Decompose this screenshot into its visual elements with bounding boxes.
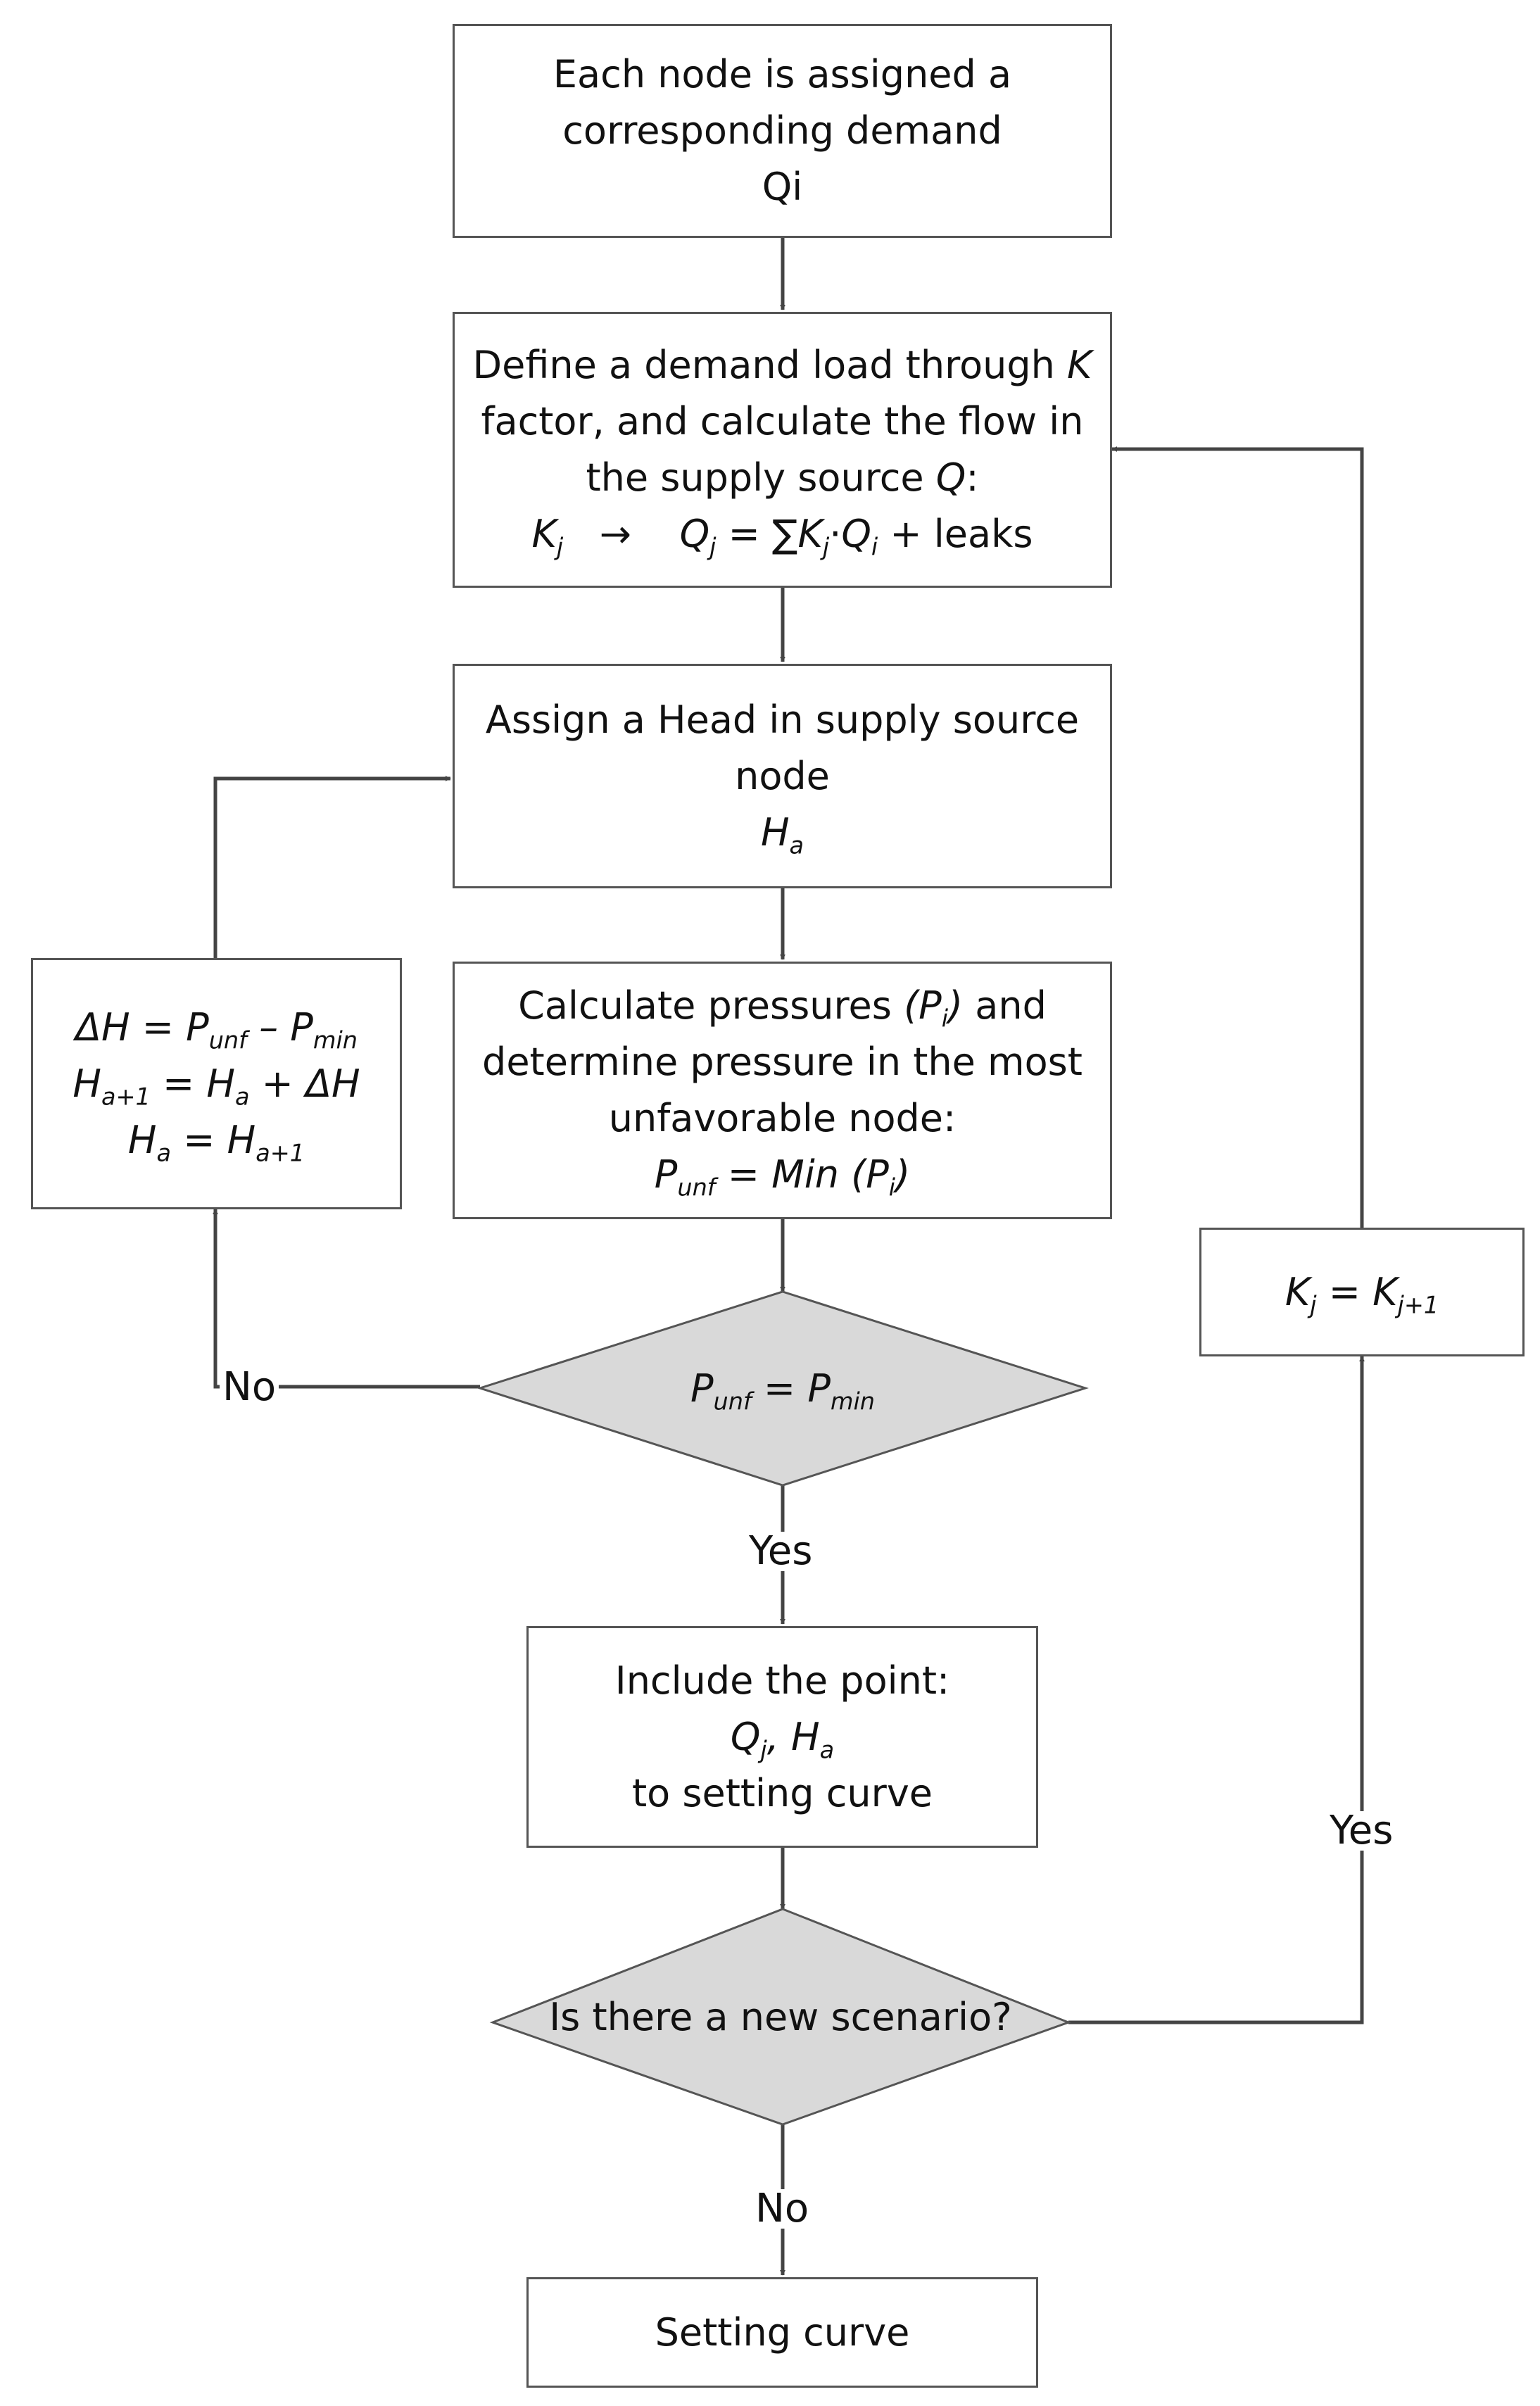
process-assign-head: Assign a Head in supply source node Ha xyxy=(453,664,1112,888)
process-update-k: Kj = Kj+1 xyxy=(1199,1228,1525,1356)
demand-load-line2: factor, and calculate the flow in xyxy=(481,399,1084,443)
decision-new-scenario-shape xyxy=(489,1908,1072,2126)
process-define-demand-load: Define a demand load through K factor, a… xyxy=(453,312,1112,588)
arrow-update-k-to-demand-load xyxy=(1111,446,1364,1228)
update-head-line1: ΔH = Punf – Pmin xyxy=(75,1004,358,1054)
edge-label-no-pressure: No xyxy=(220,1368,279,1407)
assign-demand-line3: Qi xyxy=(762,165,803,209)
include-point-var: Qj, Ha xyxy=(730,1714,835,1764)
edge-label-no-scenario: No xyxy=(751,2189,814,2229)
demand-load-formula: Kj → Qj = ∑Kj·Qi + leaks xyxy=(531,512,1033,561)
calc-pressures-formula: Punf = Min (Pi) xyxy=(654,1152,911,1202)
process-update-head: ΔH = Punf – Pmin Ha+1 = Ha + ΔH Ha = Ha+… xyxy=(31,958,402,1209)
update-head-line3: Ha = Ha+1 xyxy=(127,1117,305,1167)
decision-check-pressure-shape xyxy=(476,1290,1089,1487)
update-k-formula: Kj = Kj+1 xyxy=(1285,1269,1439,1319)
edge-label-yes-scenario: Yes xyxy=(1325,1811,1398,1851)
demand-load-line3: the supply source Q: xyxy=(586,455,979,500)
edge-label-yes-pressure: Yes xyxy=(745,1532,817,1571)
include-point-line3: to setting curve xyxy=(631,1770,933,1815)
process-assign-demand: Each node is assigned a corresponding de… xyxy=(453,24,1112,238)
assign-head-line2: node xyxy=(735,753,830,798)
calc-pressures-line3: unfavorable node: xyxy=(608,1096,957,1140)
calc-pressures-line1: Calculate pressures (Pi) and xyxy=(518,983,1047,1033)
arrow-update-head-to-assign-head xyxy=(213,776,451,958)
demand-load-line1: Define a demand load through K xyxy=(472,343,1092,387)
update-head-line2: Ha+1 = Ha + ΔH xyxy=(72,1061,360,1111)
decision-check-pressure-label: Punf = Pmin xyxy=(690,1366,876,1416)
terminal-setting-curve: Setting curve xyxy=(526,2277,1038,2388)
assign-head-line1: Assign a Head in supply source xyxy=(485,697,1080,742)
include-point-line1: Include the point: xyxy=(614,1658,950,1703)
process-calculate-pressures: Calculate pressures (Pi) and determine p… xyxy=(453,962,1112,1219)
arrow-no-to-update-head xyxy=(213,1209,480,1389)
decision-new-scenario-label: Is there a new scenario? xyxy=(549,1994,1012,2039)
assign-demand-line1: Each node is assigned a xyxy=(553,52,1012,96)
assign-head-var: Ha xyxy=(760,810,804,859)
arrow-yes-to-update-k xyxy=(1068,1356,1365,2024)
process-include-point: Include the point: Qj, Ha to setting cur… xyxy=(526,1626,1038,1848)
assign-demand-line2: corresponding demand xyxy=(562,108,1002,153)
calc-pressures-line2: determine pressure in the most xyxy=(482,1040,1083,1084)
